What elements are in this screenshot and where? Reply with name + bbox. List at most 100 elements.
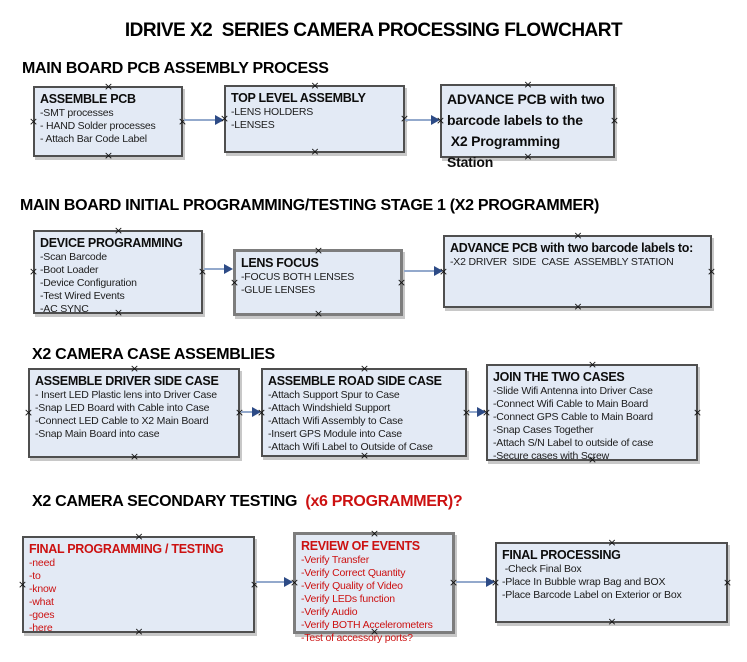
connection-handle-icon[interactable]: × [134,530,144,543]
connection-handle-icon[interactable]: × [129,362,140,375]
connection-handle-icon[interactable]: × [607,536,617,549]
connector-arrowhead-icon[interactable] [434,266,443,276]
connector-arrowhead-icon[interactable] [252,407,261,417]
box-title: ADVANCE PCB with two barcode labels to: [450,241,693,255]
connection-handle-icon[interactable]: × [197,265,208,278]
flow-box-assemble-driver-side-case[interactable]: × × × × ASSEMBLE DRIVER SIDE CASE - Inse… [24,363,244,462]
connection-handle-icon[interactable]: × [23,406,34,419]
flow-box-assemble-road-side-case[interactable]: × × × × ASSEMBLE ROAD SIDE CASE -Attach … [257,363,471,461]
box-title: TOP LEVEL ASSEMBLY [231,91,366,105]
connection-handle-icon[interactable]: × [706,264,717,278]
connector-arrowhead-icon[interactable] [486,577,495,587]
connection-handle-icon[interactable]: × [399,113,410,124]
connector-arrow-line[interactable] [456,581,486,583]
box-item: -AC SYNC [40,303,89,315]
box-title: FINAL PROGRAMMING / TESTING [29,542,224,556]
connection-handle-icon[interactable]: × [313,307,324,320]
connector-arrow-line[interactable] [256,581,284,583]
flow-box-lens-focus[interactable]: × × × × LENS FOCUS -FOCUS BOTH LENSES -G… [230,245,406,320]
connection-handle-icon[interactable]: × [607,615,617,628]
connection-handle-icon[interactable]: × [490,575,501,589]
connection-handle-icon[interactable]: × [103,149,114,162]
flow-box-advance-pcb-programming-station[interactable]: × × × × ADVANCE PCB with two barcode lab… [436,79,619,170]
connection-handle-icon[interactable]: × [448,576,459,589]
connection-handle-icon[interactable]: × [234,406,245,419]
connector-arrow-line[interactable] [469,411,477,413]
box-title: LENS FOCUS [241,256,319,270]
connector-arrow-line[interactable] [184,119,215,121]
connection-handle-icon[interactable]: × [396,275,407,289]
box-item: -Connect Wifi Cable to Main Board [493,398,649,410]
section-heading-pcb-assembly: MAIN BOARD PCB ASSEMBLY PROCESS [22,60,329,77]
connection-handle-icon[interactable]: × [369,527,380,540]
connection-handle-icon[interactable]: × [481,405,492,419]
connection-handle-icon[interactable]: × [435,114,446,127]
connection-handle-icon[interactable]: × [134,625,144,638]
box-item: -Secure cases with Screw [493,450,609,462]
section-heading-case-assemblies: X2 CAMERA CASE ASSEMBLIES [32,346,275,363]
connector-arrowhead-icon[interactable] [215,115,224,125]
flow-box-final-programming-testing[interactable]: × × × × FINAL PROGRAMMING / TESTING -nee… [18,531,259,637]
connection-handle-icon[interactable]: × [573,229,583,242]
connection-handle-icon[interactable]: × [113,224,124,237]
connection-handle-icon[interactable]: × [310,79,320,92]
box-item: -Boot Loader [40,264,99,276]
connection-handle-icon[interactable]: × [587,358,598,371]
connection-handle-icon[interactable]: × [359,362,370,375]
connector-arrowhead-icon[interactable] [284,577,293,587]
flow-box-review-of-events[interactable]: × × × × REVIEW OF EVENTS -Verify Transfe… [290,528,458,644]
box-title: REVIEW OF EVENTS [301,539,420,553]
connection-handle-icon[interactable]: × [219,112,230,125]
flow-box-final-processing[interactable]: × × × × FINAL PROCESSING -Check Final Bo… [491,537,732,627]
box-item: -Insert GPS Module into Case [268,428,402,440]
connection-handle-icon[interactable]: × [113,306,124,319]
connection-handle-icon[interactable]: × [369,625,380,638]
connector-arrow-line[interactable] [204,268,224,270]
connection-handle-icon[interactable]: × [523,78,533,91]
connection-handle-icon[interactable]: × [177,114,188,128]
connection-handle-icon[interactable]: × [523,150,533,163]
connection-handle-icon[interactable]: × [28,265,39,278]
connection-handle-icon[interactable]: × [722,575,733,589]
connection-handle-icon[interactable]: × [359,449,370,462]
connector-arrowhead-icon[interactable] [477,407,486,417]
connection-handle-icon[interactable]: × [289,576,300,589]
box-item: -Verify Transfer [301,554,369,566]
flow-box-device-programming[interactable]: × × × × DEVICE PROGRAMMING -Scan Barcode… [29,225,207,318]
flow-box-top-level-assembly[interactable]: × × × × TOP LEVEL ASSEMBLY -LENS HOLDERS… [220,80,409,157]
connection-handle-icon[interactable]: × [103,80,114,93]
connection-handle-icon[interactable]: × [229,275,240,289]
connector-arrow-line[interactable] [241,411,252,413]
connection-handle-icon[interactable]: × [573,300,583,313]
connection-handle-icon[interactable]: × [461,405,472,419]
connection-handle-icon[interactable]: × [609,114,620,127]
connection-handle-icon[interactable]: × [249,577,260,591]
connection-handle-icon[interactable]: × [587,453,598,466]
box-item: -Attach Windshield Support [268,402,391,414]
connection-handle-icon[interactable]: × [17,577,28,591]
connection-handle-icon[interactable]: × [313,244,324,257]
connector-arrow-line[interactable] [405,119,431,121]
connection-handle-icon[interactable]: × [692,405,703,419]
flow-box-advance-pcb-case-assembly[interactable]: × × × × ADVANCE PCB with two barcode lab… [439,230,716,312]
box-item: -Snap Main Board into case [35,428,160,440]
box-title: JOIN THE TWO CASES [493,370,625,384]
connection-handle-icon[interactable]: × [28,114,39,128]
box-item: -LENSES [231,119,275,131]
box-item: -goes [29,609,55,621]
connection-handle-icon[interactable]: × [438,264,449,278]
connector-arrow-line[interactable] [404,270,434,272]
connection-handle-icon[interactable]: × [256,405,267,419]
flow-box-join-the-two-cases[interactable]: × × × × JOIN THE TWO CASES -Slide Wifi A… [482,359,702,465]
section-heading-text: X2 CAMERA SECONDARY TESTING [32,493,306,510]
box-item: -Attach Support Spur to Case [268,389,400,401]
box-title: FINAL PROCESSING [502,548,621,562]
connector-arrowhead-icon[interactable] [224,264,233,274]
connection-handle-icon[interactable]: × [310,145,320,158]
connection-handle-icon[interactable]: × [129,450,140,463]
connector-arrowhead-icon[interactable] [431,115,440,125]
box-item: -Attach Wifi Assembly to Case [268,415,403,427]
box-item: -Attach S/N Label to outside of case [493,437,654,449]
flow-box-assemble-pcb[interactable]: × × × × ASSEMBLE PCB -SMT processes - HA… [29,81,187,161]
box-item: -Check Final Box [502,563,582,575]
